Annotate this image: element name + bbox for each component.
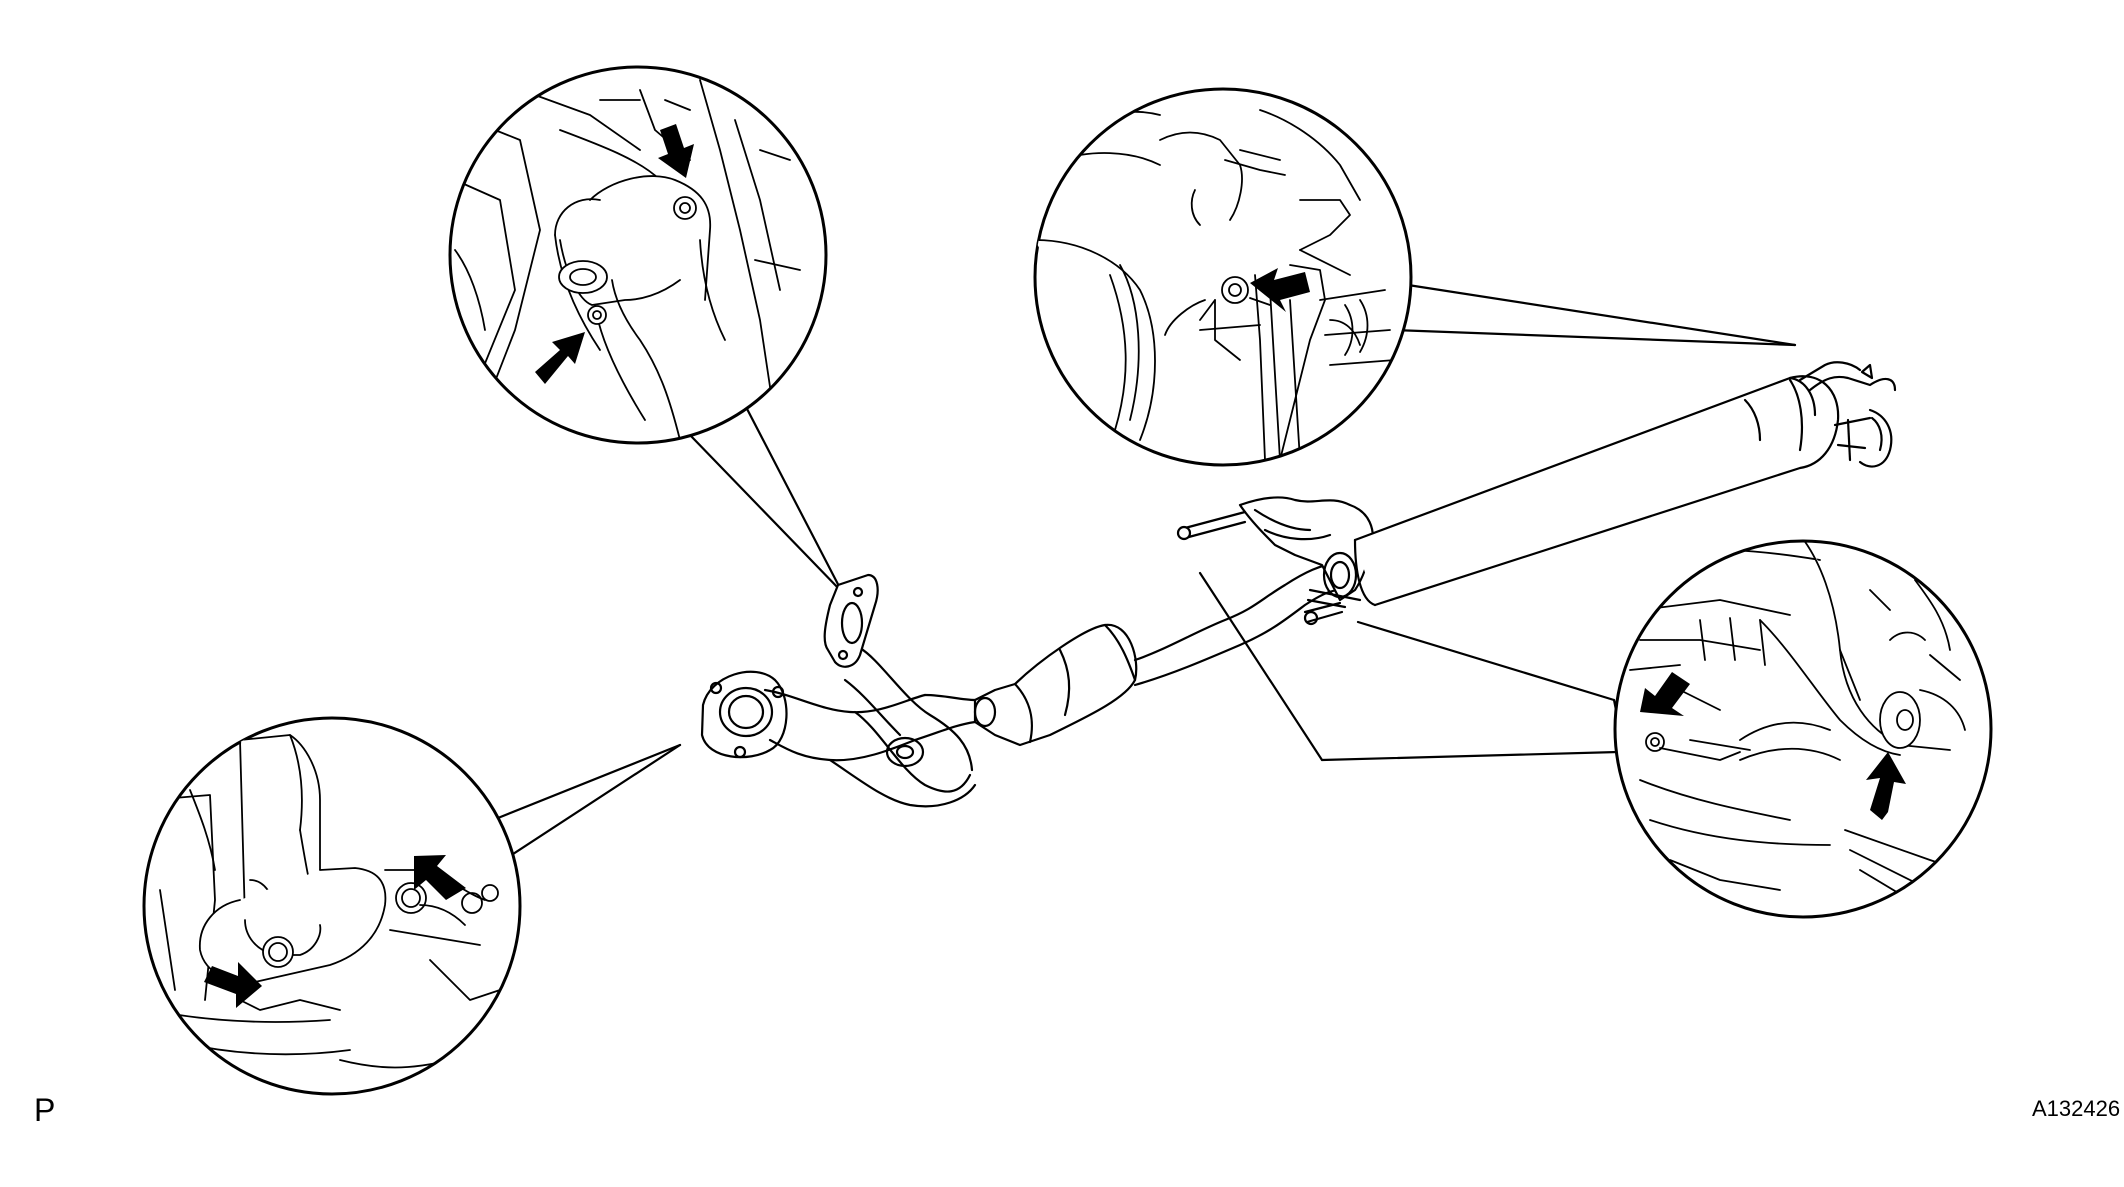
- catalytic-converter: [973, 623, 1138, 747]
- arrow-icon: [1640, 672, 1906, 820]
- detail-circle-muffler-hangers: [1613, 539, 1993, 919]
- leader-lines: [491, 283, 1797, 860]
- arrow-icon: [204, 855, 466, 1008]
- front-y-pipe: [763, 646, 977, 808]
- muffler: [1353, 375, 1840, 607]
- detail-circle-front-pipe-flange: [448, 65, 828, 445]
- front-pipe-inlet-flange: [700, 670, 788, 759]
- exhaust-assembly: [700, 361, 1897, 808]
- figure-code: A132426: [2032, 1096, 2121, 1121]
- front-pipe-upper-flange: [823, 573, 879, 668]
- arrow-icon: [1250, 268, 1310, 312]
- detail-circle-front-pipe-inlet: [142, 716, 522, 1096]
- tail-pipe: [1798, 361, 1897, 468]
- arrow-icon: [535, 124, 694, 384]
- detail-circle-rear-hanger: [1033, 87, 1413, 467]
- center-pipe: [1133, 560, 1354, 687]
- muffler-front-bracket: [1176, 496, 1374, 626]
- figure-corner-letter: P: [34, 1092, 56, 1128]
